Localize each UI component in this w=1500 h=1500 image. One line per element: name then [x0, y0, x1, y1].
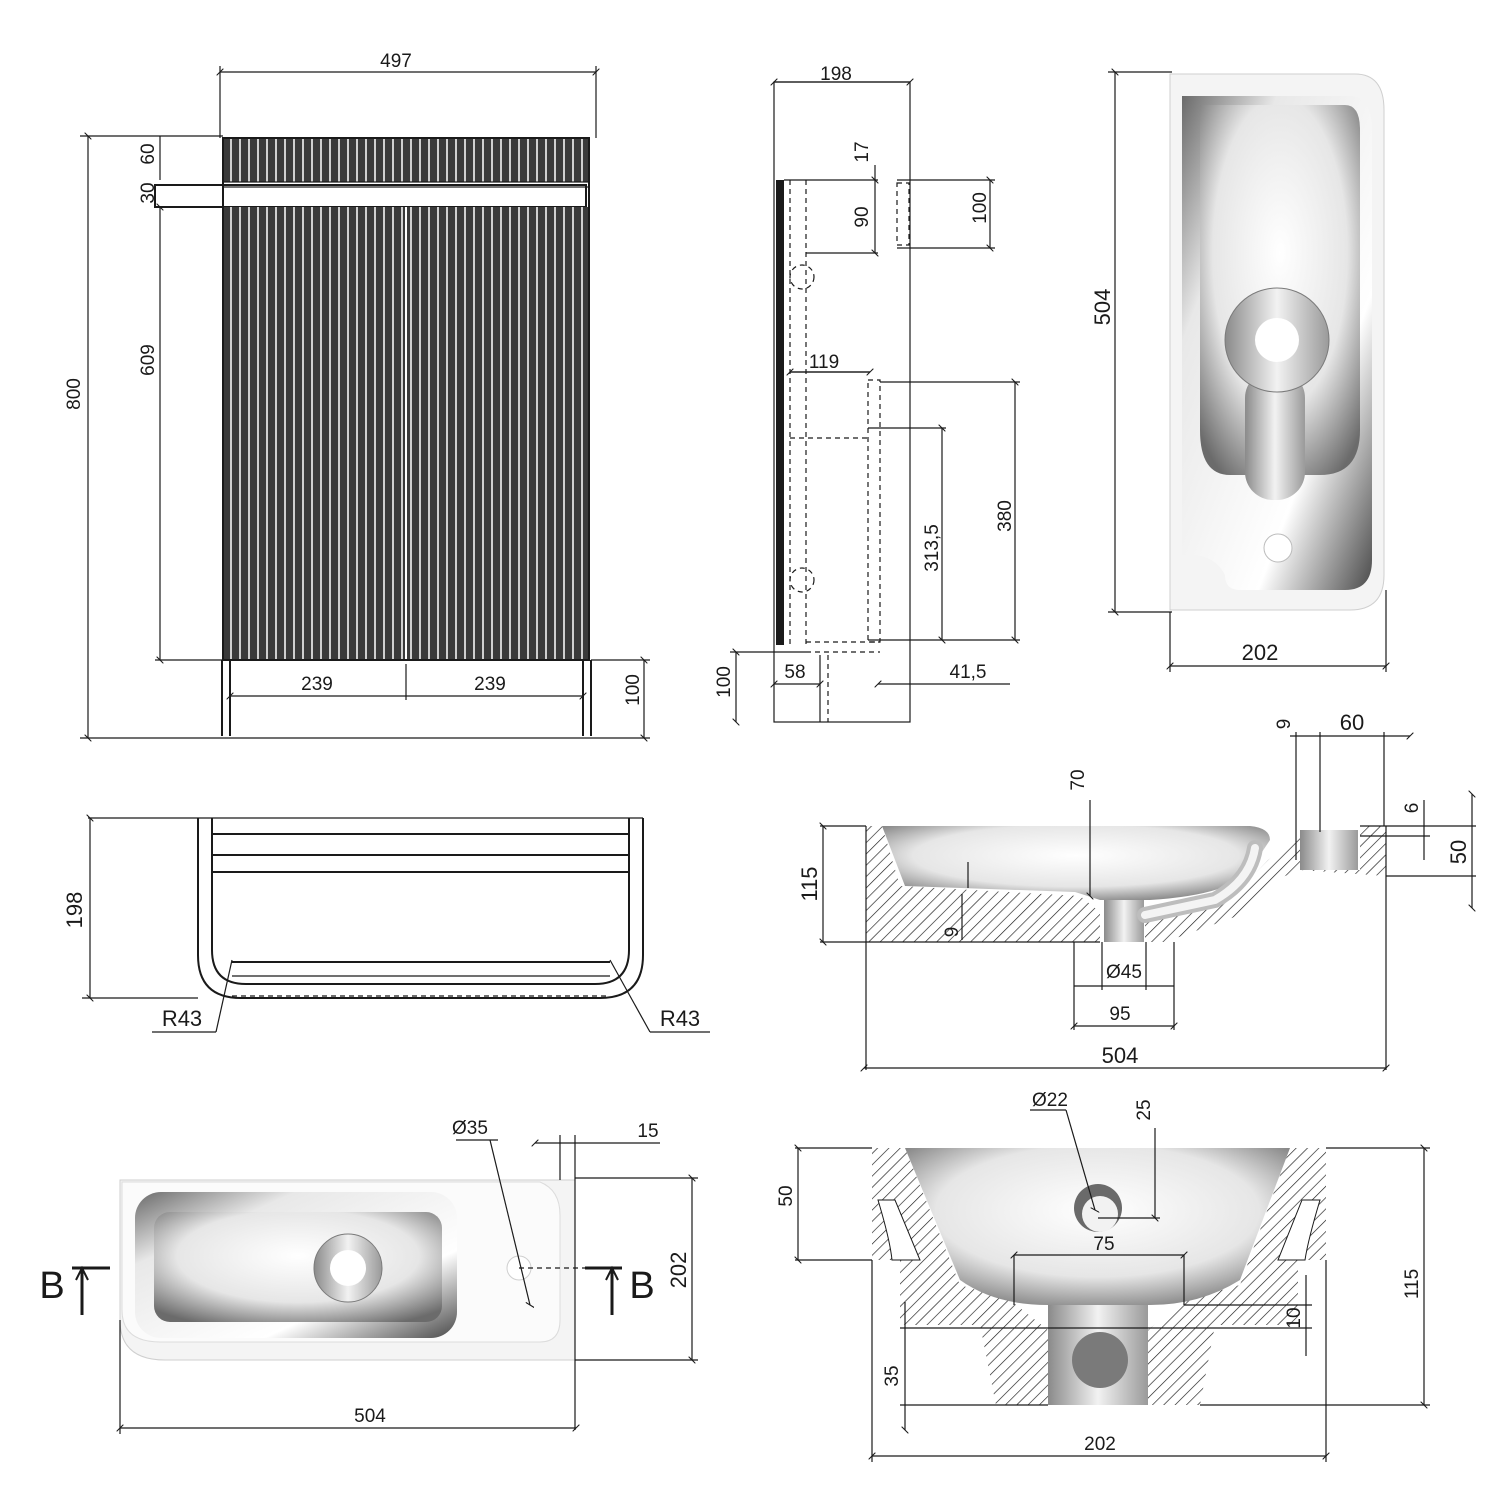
- dim-overflow-diameter: Ø22: [1032, 1090, 1068, 1111]
- cabinet-top-flutes: [223, 138, 589, 182]
- dim-tap-hole: Ø35: [452, 1118, 488, 1139]
- dim-towel-bar: 30: [138, 182, 159, 203]
- dim-radius-left: R43: [162, 1006, 202, 1031]
- section-marker-right: B: [629, 1265, 654, 1307]
- dim-rail-height: 90: [852, 206, 873, 227]
- dim-basin-width: 202: [1242, 640, 1279, 665]
- section-long-view: 504 115 70 9 Ø45 95 9 60 6 50: [797, 710, 1476, 1070]
- dim-tap-offset: 9: [1274, 719, 1295, 730]
- basin-plan-view: Ø35 15 202 504 B B: [39, 1118, 698, 1434]
- dim-front-width: 497: [380, 51, 412, 72]
- cabinet-top-view: 198 R43 R43: [62, 818, 710, 1033]
- dim-tap-width: 60: [1340, 710, 1364, 735]
- dim-cross-rim-height: 50: [776, 1185, 797, 1206]
- dim-door-right: 239: [474, 674, 506, 695]
- dim-plan-length: 504: [354, 1406, 386, 1427]
- dim-back-offset: 41,5: [950, 662, 987, 683]
- dim-edge-offset: 15: [637, 1121, 658, 1142]
- dim-drain-width: 95: [1109, 1004, 1130, 1025]
- front-view: 497 800 60 30 609 239 239 100: [64, 51, 650, 738]
- dim-rim-height: 50: [1446, 840, 1471, 864]
- dim-door-left: 239: [301, 674, 333, 695]
- dim-drawer-gap: 17: [852, 141, 873, 162]
- dim-bottom-thickness: 9: [942, 927, 963, 938]
- dim-overflow-height: 25: [1134, 1099, 1155, 1120]
- section-marker-left: B: [39, 1265, 64, 1307]
- section-cross-view: Ø22 25 50 75 10 35 115 202: [776, 1090, 1430, 1462]
- dim-leg-height: 100: [623, 674, 644, 706]
- dim-radius-right: R43: [660, 1006, 700, 1031]
- dim-drain-spacing: 75: [1093, 1234, 1114, 1255]
- dim-inner-height: 313,5: [922, 524, 943, 572]
- dim-door-height: 609: [138, 344, 159, 376]
- dim-section-length: 504: [1102, 1043, 1139, 1068]
- dim-basin-length: 504: [1090, 289, 1115, 326]
- dim-outlet-height: 35: [882, 1365, 903, 1386]
- dim-inner-offset: 119: [809, 352, 839, 373]
- dim-front-height: 800: [64, 378, 85, 410]
- dim-side-depth: 198: [820, 64, 852, 85]
- basin-top-view: 504 202: [1090, 72, 1386, 672]
- dim-wall-depth: 70: [1068, 769, 1089, 790]
- dim-rim-step: 6: [1402, 803, 1423, 814]
- dim-cabinet-depth: 198: [62, 892, 87, 929]
- dim-foot-depth: 58: [784, 662, 805, 683]
- dim-plan-width: 202: [666, 1252, 691, 1289]
- dim-drain-diameter: Ø45: [1106, 962, 1142, 983]
- dim-bottom-step: 10: [1284, 1307, 1305, 1328]
- dim-foot-height: 100: [714, 666, 735, 698]
- dim-cross-width: 202: [1084, 1434, 1116, 1455]
- towel-bar: [154, 184, 587, 208]
- side-view: 198 17 90 100 119 313,5 380 58 100 41,5: [714, 64, 1020, 722]
- dim-section-height: 115: [797, 866, 822, 901]
- dim-outer-height: 380: [995, 500, 1016, 532]
- dim-top-band: 60: [138, 143, 159, 164]
- dim-cross-height: 115: [1402, 1269, 1423, 1299]
- dim-bracket-height: 100: [970, 192, 991, 224]
